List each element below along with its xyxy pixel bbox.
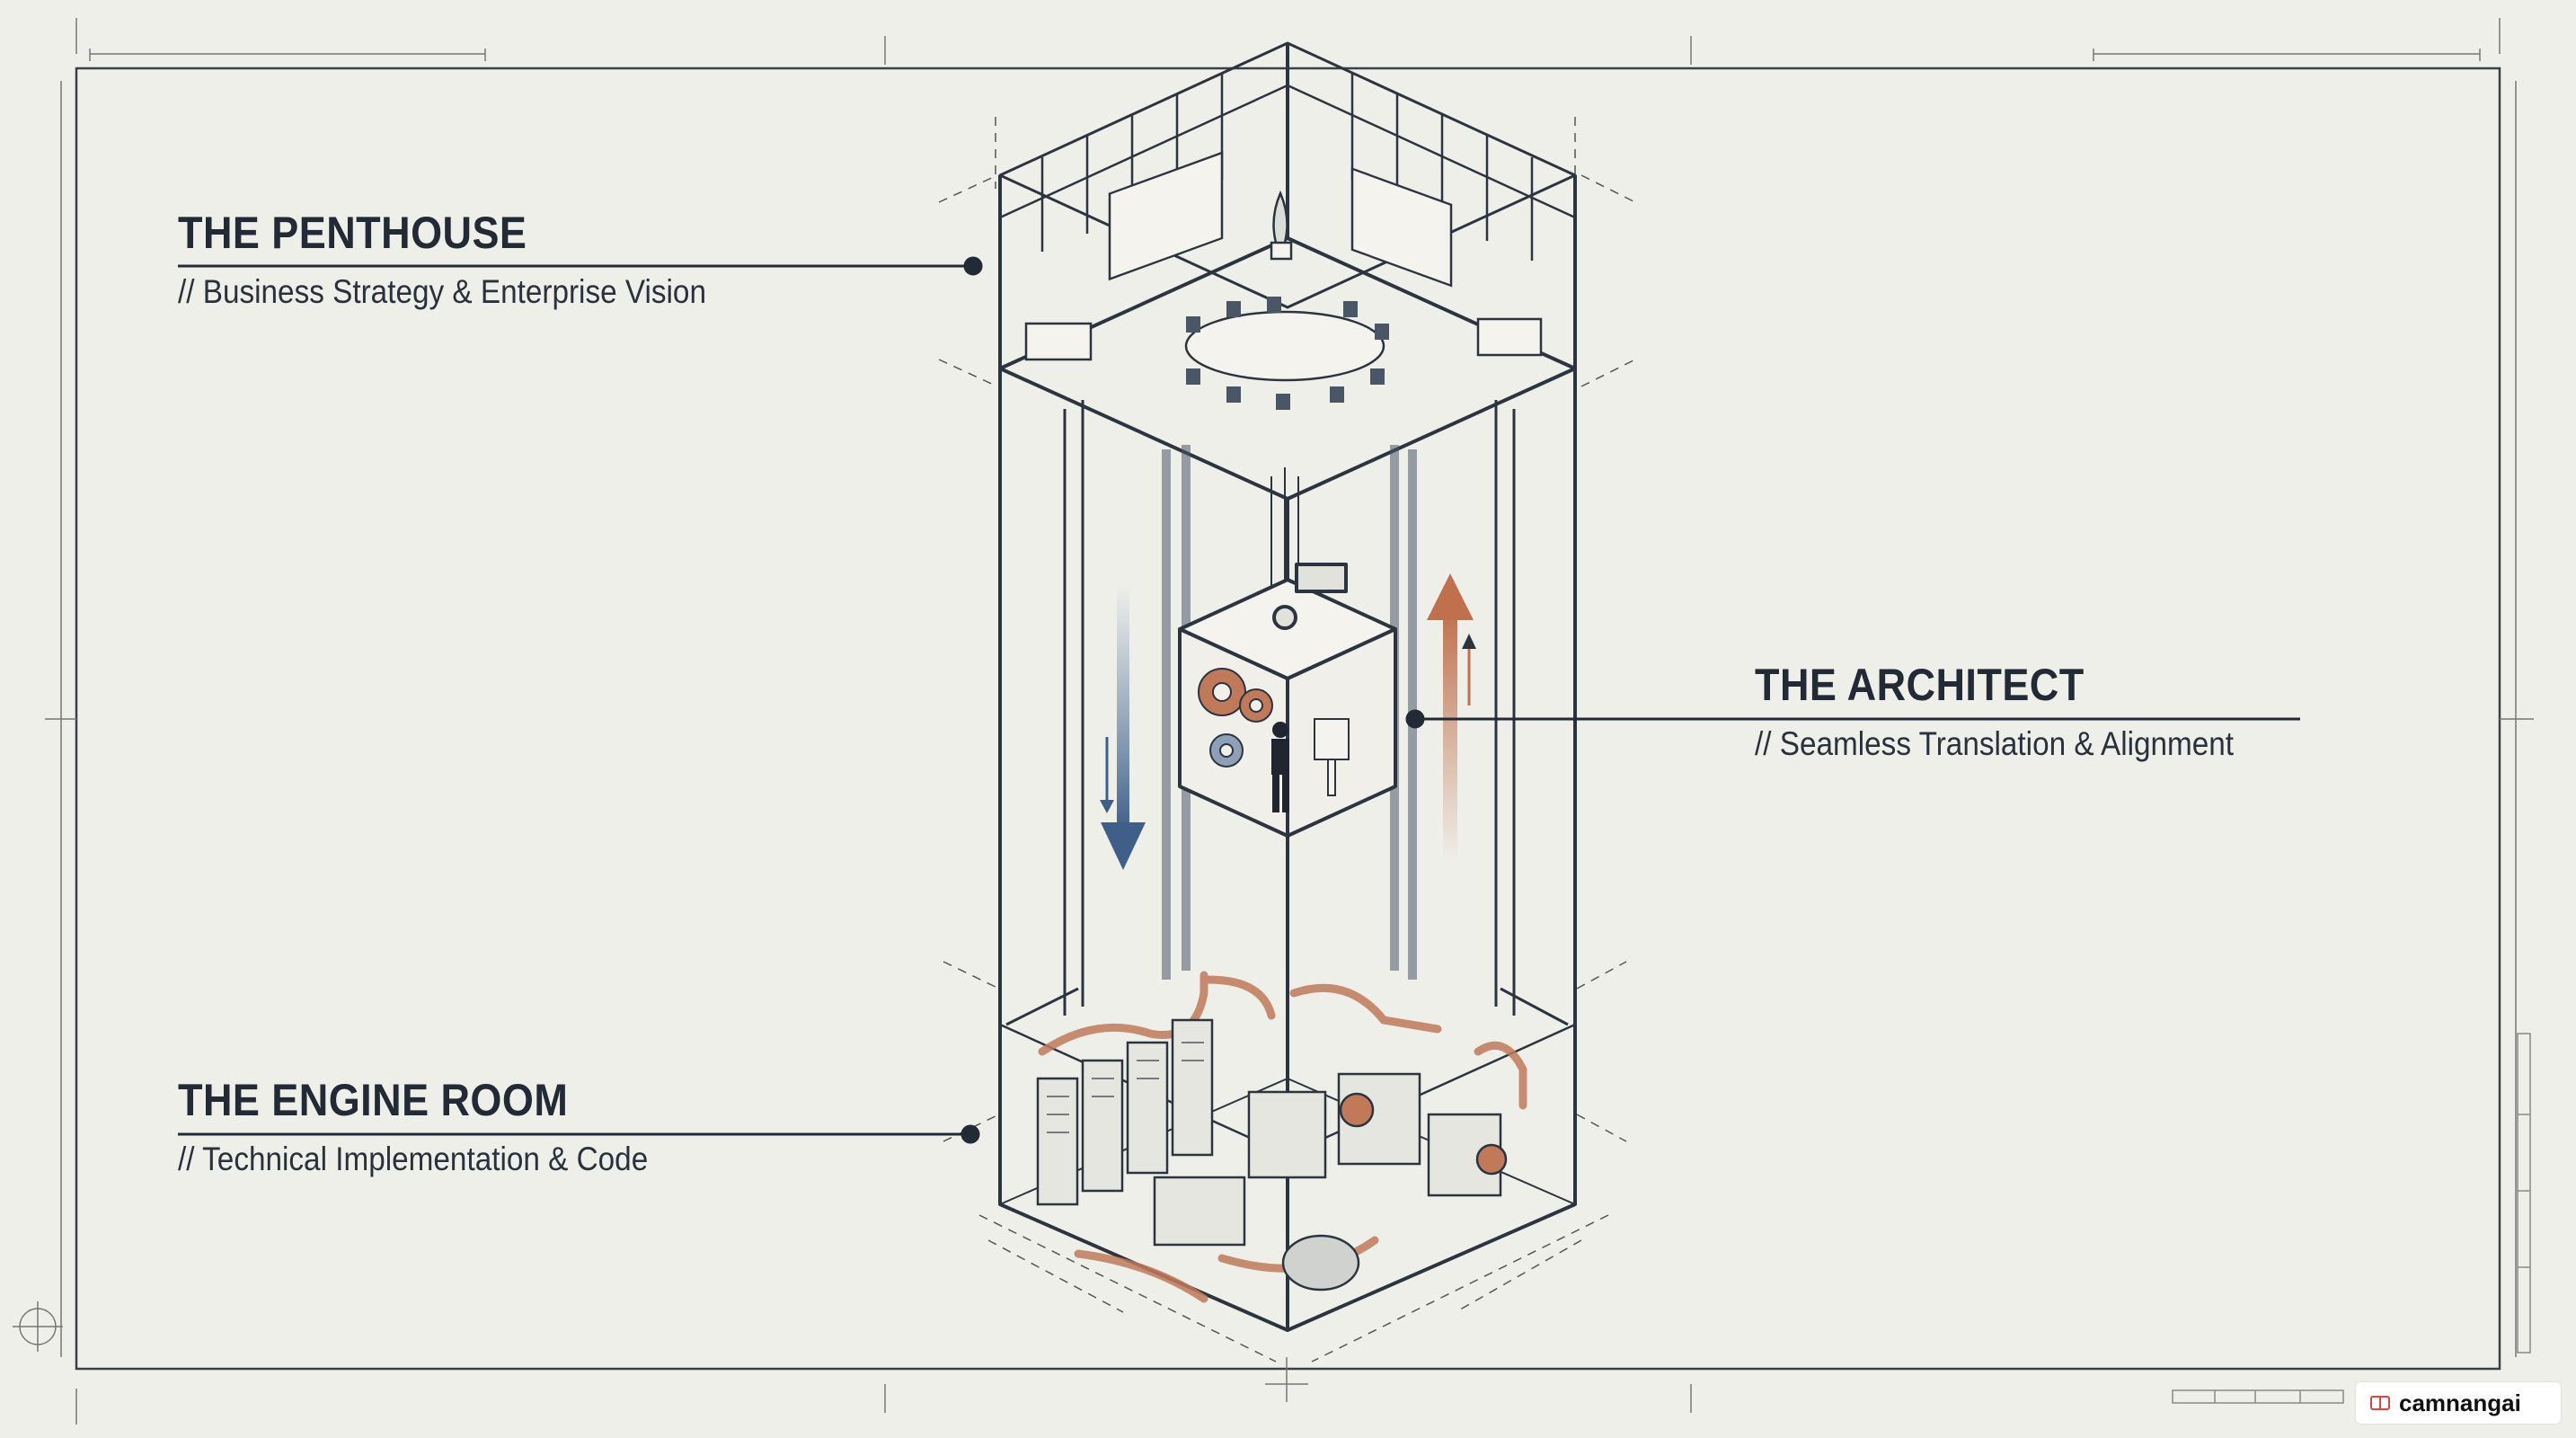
penthouse-label: THE PENTHOUSE // Business Strategy & Ent… (178, 207, 765, 311)
architect-subtitle: // Seamless Translation & Alignment (1755, 725, 2235, 762)
engine-room-machinery (1036, 971, 1527, 1303)
penthouse-subtitle: // Business Strategy & Enterprise Vision (178, 273, 706, 310)
engine-anchor-dot (960, 1124, 980, 1144)
construction-lines (938, 117, 1636, 1363)
down-arrow-shaft (1117, 584, 1129, 831)
architect-anchor-dot (1405, 709, 1425, 729)
architect-figure (1271, 718, 1350, 812)
compass-icon (13, 1301, 63, 1352)
engine-room-subtitle: // Technical Implementation & Code (178, 1141, 649, 1177)
down-arrow-head (1101, 822, 1146, 870)
watermark-badge[interactable]: camnangai (2356, 1382, 2561, 1424)
engine-room-title: THE ENGINE ROOM (178, 1075, 569, 1125)
architect-label: THE ARCHITECT // Seamless Translation & … (1755, 659, 2287, 763)
architect-title: THE ARCHITECT (1755, 660, 2085, 710)
scale-ruler (2172, 1033, 2531, 1404)
engine-room-label: THE ENGINE ROOM // Technical Implementat… (178, 1074, 700, 1178)
direction-arrows (1100, 573, 1476, 870)
penthouse-title: THE PENTHOUSE (178, 208, 527, 258)
up-arrow-head (1427, 573, 1474, 620)
book-icon (2370, 1396, 2390, 1410)
leader-lines (178, 256, 2300, 1144)
gear-icon (1198, 668, 1273, 768)
watermark-text: camnangai (2399, 1389, 2521, 1416)
up-arrow-shaft (1443, 611, 1457, 863)
penthouse-anchor-dot (963, 256, 983, 276)
penthouse-furniture (1024, 151, 1543, 410)
